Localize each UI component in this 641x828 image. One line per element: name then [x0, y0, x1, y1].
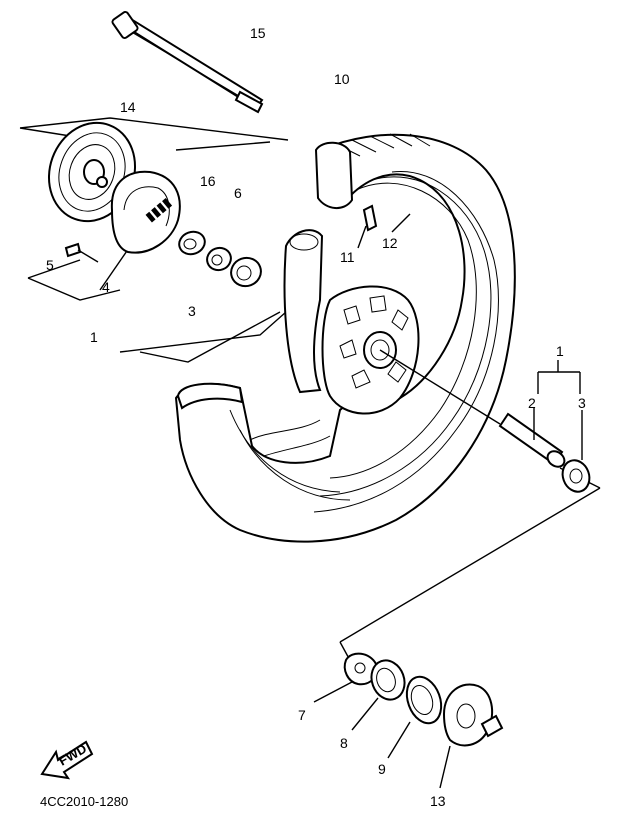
callout-3-right: 3 — [578, 395, 586, 411]
callout-3-left: 3 — [188, 303, 196, 319]
axle-shaft-part — [111, 11, 264, 114]
washer-plate-part — [313, 652, 378, 703]
spacer-tube-part — [498, 408, 566, 468]
oil-seal-right-part — [387, 675, 443, 759]
right-bracket — [537, 360, 581, 394]
callout-16: 16 — [200, 173, 216, 189]
wheel-tire-part — [174, 133, 516, 543]
callout-14: 14 — [120, 99, 136, 115]
callout-15: 15 — [250, 25, 266, 41]
callout-10: 10 — [334, 71, 350, 87]
oil-seal-part — [206, 246, 232, 272]
callout-6: 6 — [234, 185, 242, 201]
bracket-group-lines — [19, 117, 289, 363]
valve-part — [357, 204, 411, 249]
screw-part — [64, 242, 99, 263]
callout-12: 12 — [382, 235, 398, 251]
ring-part — [351, 659, 406, 731]
bearing-right-part — [561, 410, 591, 493]
callout-4: 4 — [102, 279, 110, 295]
callout-8: 8 — [340, 735, 348, 751]
wheel-spokes-part — [249, 229, 420, 457]
callout-1-right: 1 — [556, 343, 564, 359]
callout-11: 11 — [340, 249, 355, 265]
callout-5: 5 — [46, 257, 54, 273]
gear-housing-part: ▮▮▮▮ — [110, 170, 181, 254]
callout-1-left: 1 — [90, 329, 98, 345]
collar-part — [178, 230, 206, 256]
bearing-left-part — [230, 256, 262, 288]
forward-arrow-icon: FWD — [40, 740, 94, 780]
drawing-code: 4CC2010-1280 — [40, 794, 128, 809]
callout-2: 2 — [528, 395, 536, 411]
callout-9: 9 — [378, 761, 386, 777]
speedometer-gear-part — [439, 683, 504, 789]
callout-13: 13 — [430, 793, 446, 809]
callout-7: 7 — [298, 707, 306, 723]
